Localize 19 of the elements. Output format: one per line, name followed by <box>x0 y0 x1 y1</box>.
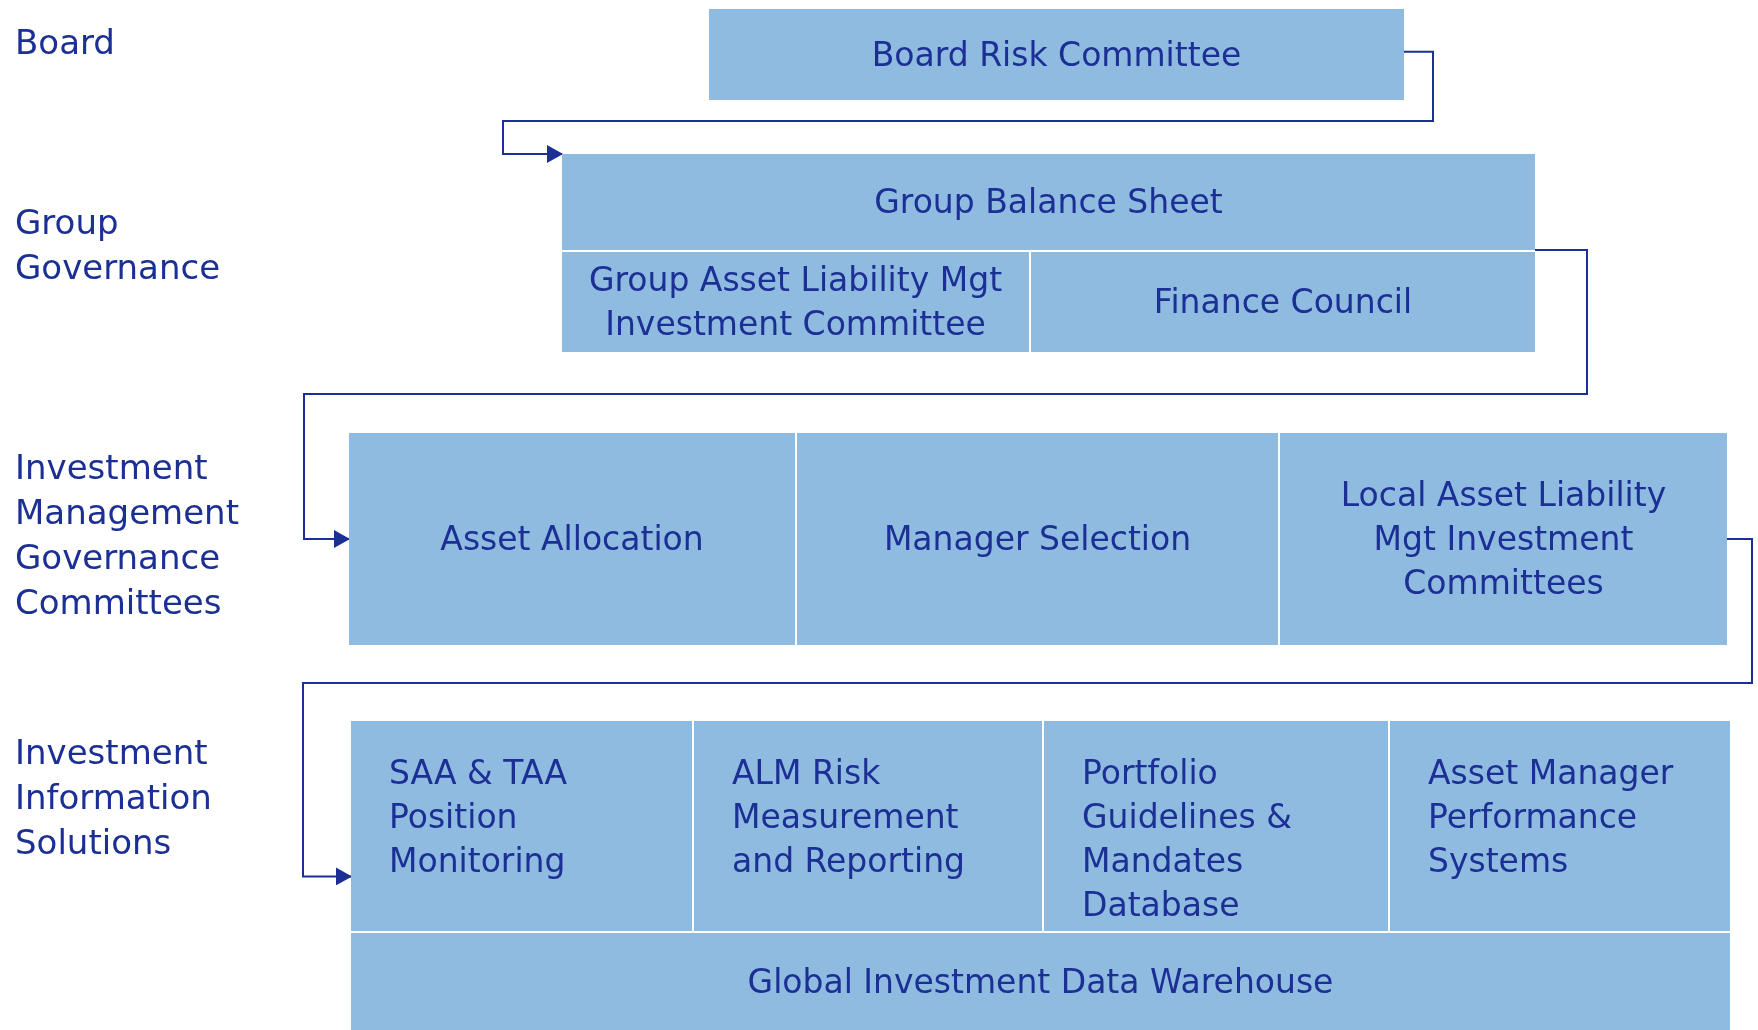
committee-box: Asset Allocation <box>349 433 795 645</box>
tier-label: Board <box>15 21 116 64</box>
tier-label: Investment Management Governance Committees <box>15 446 240 624</box>
committee-box: Group Balance Sheet <box>562 154 1535 250</box>
committee-box: Board Risk Committee <box>709 9 1404 100</box>
committee-box: Local Asset Liability Mgt Investment Committees <box>1280 433 1727 645</box>
connector-arrow <box>502 50 1434 163</box>
committee-box: Finance Council <box>1031 252 1535 352</box>
committee-box: SAA & TAA Position Monitoring <box>351 721 692 931</box>
committee-box: Asset Manager Performance Systems <box>1390 721 1730 931</box>
connector-arrow <box>303 249 1588 548</box>
tier-label: Group Governance <box>15 201 222 289</box>
committee-box: Portfolio Guidelines & Mandates Database <box>1044 721 1388 931</box>
committee-box: Manager Selection <box>797 433 1278 645</box>
connector-arrow <box>302 538 1753 886</box>
tier-label: Investment Information Solutions <box>15 731 213 864</box>
committee-box: ALM Risk Measurement and Reporting <box>694 721 1042 931</box>
committee-box: Group Asset Liability Mgt Investment Committee <box>562 252 1029 352</box>
committee-box: Global Investment Data Warehouse <box>351 933 1730 1030</box>
